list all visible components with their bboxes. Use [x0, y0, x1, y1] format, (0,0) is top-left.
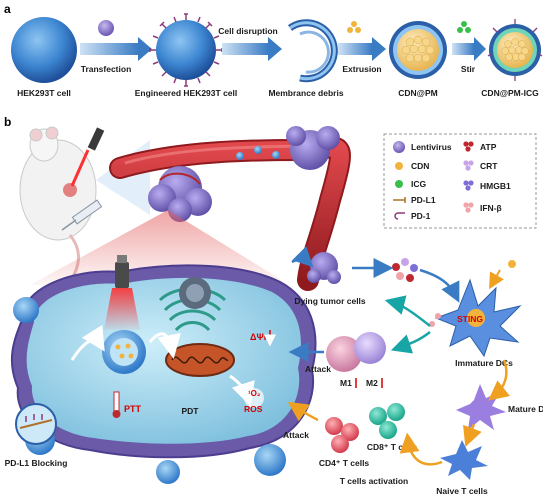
legend-box: Lentivirus CDN ICG PD-L1 PD-1 ATP CRT HM…: [383, 133, 537, 229]
membrane-debris: [287, 19, 338, 83]
arrow-dc-to-damps-teal: [384, 295, 431, 327]
arrow-naive-to-tcells: [399, 432, 443, 466]
arrow-extrusion: [338, 37, 386, 61]
ros-label: ROS: [244, 404, 263, 414]
uptake-arrow: [70, 324, 105, 361]
thermometer-icon: [112, 391, 121, 418]
m2-label: M2: [366, 378, 378, 388]
arrow-stir: [452, 37, 486, 61]
arrow-transfection: [80, 37, 152, 61]
tumor-mass-right: [286, 126, 340, 170]
pd-l1-legend-icon: [393, 197, 406, 203]
panel-a-label: a: [4, 2, 11, 16]
arrow-immature-to-mature: [488, 359, 511, 401]
nucleus: [179, 277, 211, 309]
legend-label-pd-l1: PD-L1: [411, 195, 436, 205]
cdn-dots-icon: [347, 21, 361, 33]
immature-dc-label: Immature DCs: [455, 358, 513, 368]
arrow-tcells-attack: [287, 401, 319, 422]
engineered-hek293t-cell: [149, 13, 223, 87]
hek293t-cell: [11, 17, 77, 83]
sting-label: STING: [457, 314, 483, 324]
stage-label-hek293t: HEK293T cell: [17, 88, 71, 98]
m1-label: M1: [340, 378, 352, 388]
macrophage-m1: [326, 336, 362, 372]
legend-label-crt: CRT: [480, 161, 498, 171]
ifn-b-legend-icon: [463, 202, 474, 213]
icg-dots-icon: [457, 21, 471, 33]
pd-l1-blocking-label: PD-L1 Blocking: [5, 458, 68, 468]
legend-label-atp: ATP: [480, 142, 497, 152]
panel-b-label: b: [4, 115, 11, 129]
arrow-label-stir: Stir: [461, 64, 476, 74]
arrow-label-cell-disruption: Cell disruption: [218, 26, 278, 36]
naive-t-cell: [440, 440, 488, 480]
cd8-label: CD8⁺ T cells: [367, 442, 418, 452]
macrophage-m2: [354, 332, 386, 364]
legend-label-icg: ICG: [411, 179, 427, 189]
legend-label-ifn-b: IFN-β: [480, 203, 502, 213]
immature-dc: [434, 278, 522, 358]
pd-1-legend-icon: [394, 212, 405, 220]
ptt-label: PTT: [124, 404, 142, 414]
arrow-ifn-to-macrophage: [390, 331, 431, 354]
tumor-cell-large: [10, 264, 317, 459]
crt-legend-icon: [463, 160, 474, 171]
cdn-uptake-dots: [429, 260, 516, 327]
cell-nanoparticle: [102, 330, 146, 374]
legend-label-hmgb1: HMGB1: [480, 181, 511, 191]
ros-icon: [244, 388, 264, 408]
to-mito-arrow: [148, 332, 181, 359]
lentivirus-legend-icon: [393, 141, 405, 153]
mature-dc-label: Mature DCs: [508, 404, 543, 414]
syringe-icon: [61, 199, 103, 231]
cdn-legend-icon: [395, 162, 403, 170]
cdn-pm-particle: [389, 21, 447, 79]
legend-label-cdn: CDN: [411, 161, 429, 171]
zoom-cone-red: [30, 210, 290, 285]
arrow-label-transfection: Transfection: [81, 64, 132, 74]
naive-t-cell-label: Naive T cells: [436, 486, 488, 496]
mitochondrion: [165, 343, 235, 377]
damps-cluster: [392, 258, 418, 282]
arrow-damps-to-dc: [419, 268, 460, 303]
laser-mouse-icon: [70, 127, 105, 187]
arrow-mature-to-naive: [463, 423, 482, 448]
cd8-t-cells: [369, 403, 405, 439]
tumor-mass-left: [148, 166, 212, 222]
cd4-t-cells: [325, 417, 359, 453]
cd4-label: CD4⁺ T cells: [319, 458, 370, 468]
cdn-pm-icg-particle: [487, 19, 543, 81]
icg-legend-icon: [395, 180, 403, 188]
singlet-oxygen-label: ¹O₂: [248, 389, 261, 398]
dying-tumor-cell: [307, 252, 341, 284]
dying-tumor-label: Dying tumor cells: [294, 296, 366, 306]
arrow-cell-disruption: [222, 37, 282, 61]
arrow-label-extrusion: Extrusion: [342, 64, 381, 74]
hmgb1-legend-icon: [463, 180, 474, 191]
attack-label-macrophage: Attack: [305, 364, 331, 374]
t-cells-activation-label: T cells activation: [340, 476, 409, 486]
pd-l1-blocking-zoom: [15, 403, 57, 445]
attack-label-tcells: Attack: [283, 430, 309, 440]
stage-label-cdn-pm: CDN@PM: [398, 88, 437, 98]
legend-label-pd-1: PD-1: [411, 211, 431, 221]
stage-label-engineered: Engineered HEK293T cell: [135, 88, 238, 98]
stage-label-cdn-pm-icg: CDN@PM-ICG: [481, 88, 539, 98]
stage-label-membrane: Membrance debris: [268, 88, 343, 98]
arrow-cdn-to-dc: [489, 269, 504, 290]
laser-tumor-icon: [104, 255, 140, 330]
delta-psi-label: ΔΨm: [250, 332, 272, 342]
legend-label-lentivirus: Lentivirus: [411, 142, 452, 152]
arrow-vessel-to-dying: [291, 246, 314, 268]
pdt-label: PDT: [182, 406, 200, 416]
atp-legend-icon: [463, 141, 474, 152]
lentivirus-icon: [98, 20, 114, 36]
